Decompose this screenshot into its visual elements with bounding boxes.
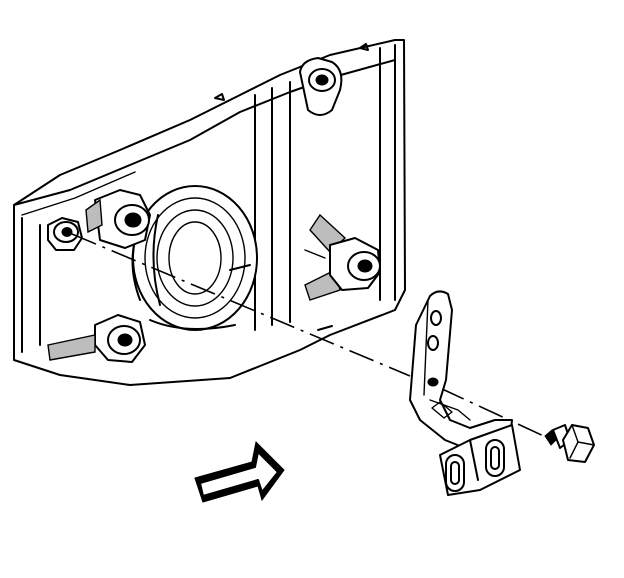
alignment-line xyxy=(71,233,411,377)
alignment-line-bolt xyxy=(439,387,549,439)
engine-block xyxy=(13,39,406,386)
direction-arrow-icon xyxy=(194,440,285,503)
bracket-bolt xyxy=(544,424,595,463)
mounting-bracket xyxy=(409,290,521,496)
